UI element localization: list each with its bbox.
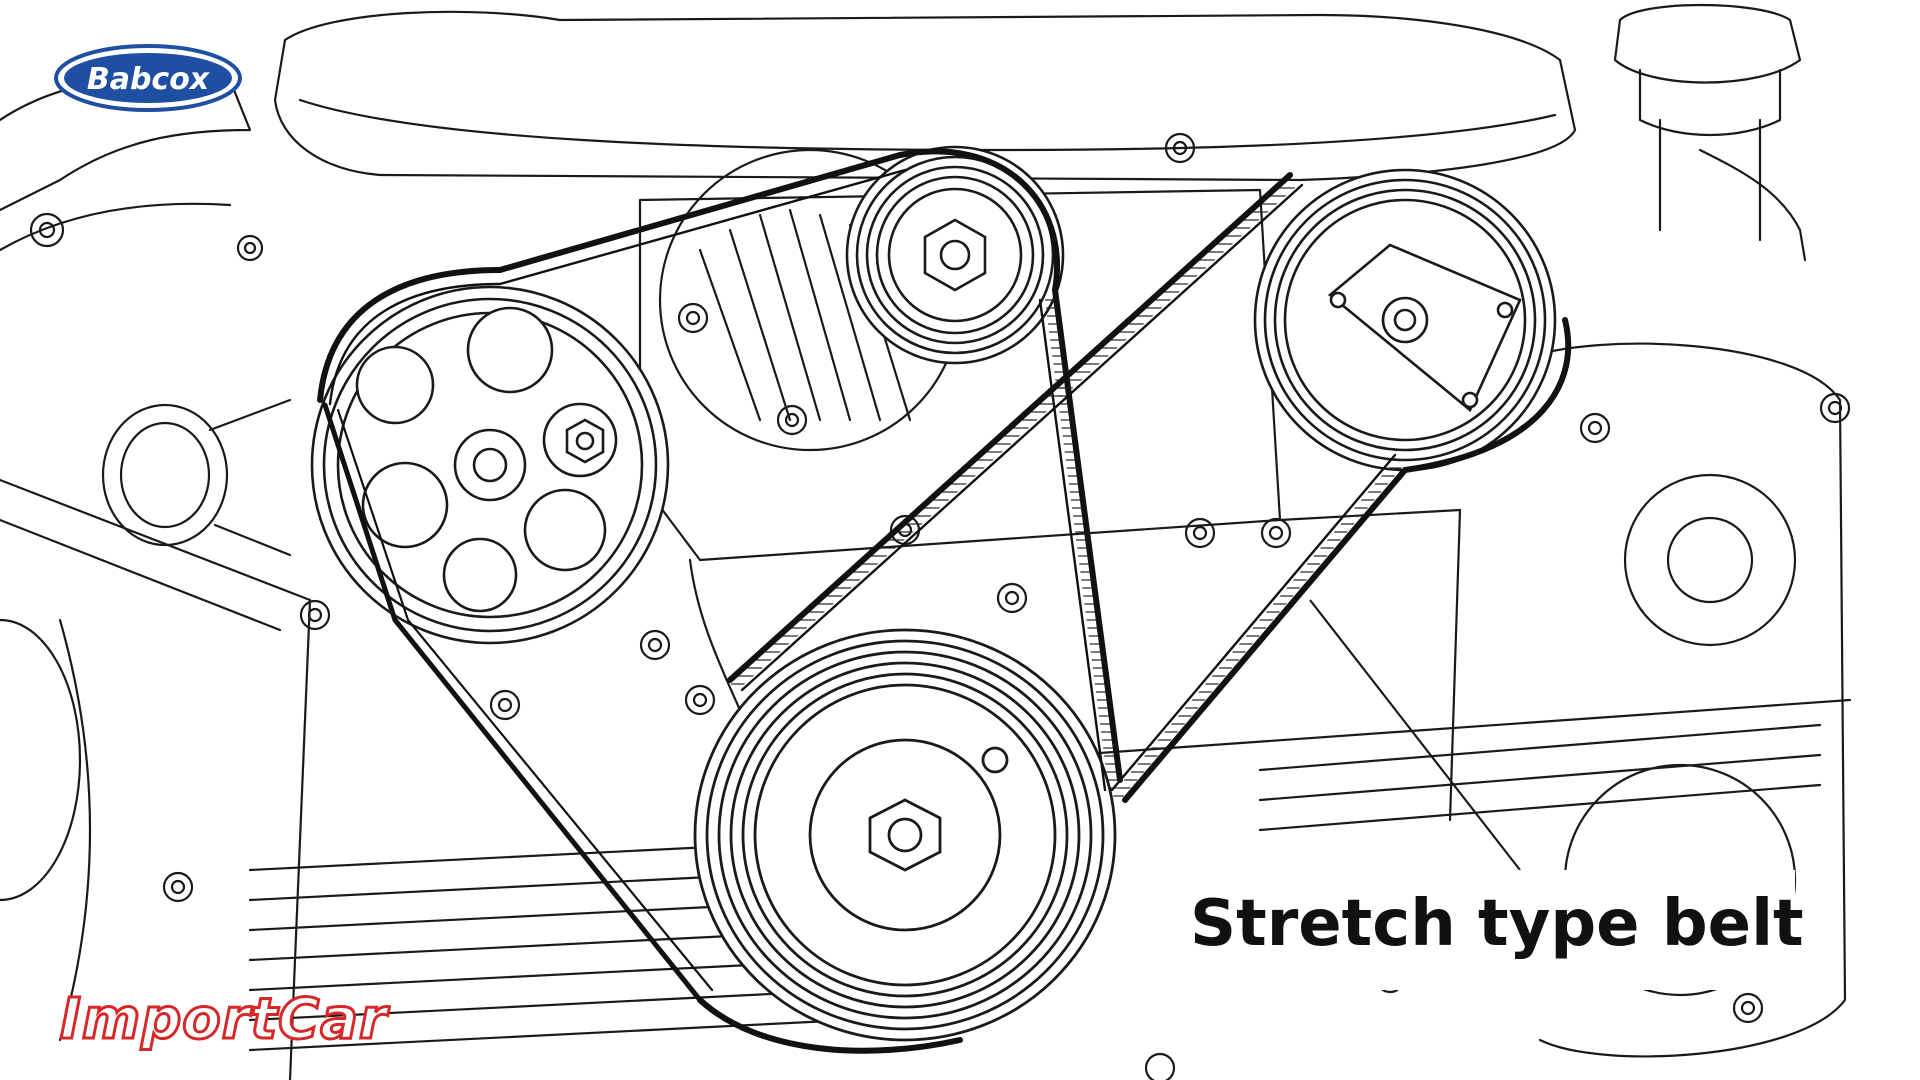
importcar-logo-text: ImportCar	[60, 987, 390, 1052]
crankshaft-pulley	[693, 628, 1117, 1042]
belt-callout: Stretch type belt	[1175, 599, 1804, 990]
water-pump-pulley	[310, 285, 670, 645]
callout-label: Stretch type belt	[1190, 887, 1804, 961]
babcox-logo-text: Babcox	[87, 62, 211, 97]
stretch-belt	[317, 148, 1572, 1054]
importcar-logo: ImportCar	[59, 986, 391, 1054]
callout-label-backdrop	[1175, 870, 1795, 990]
babcox-logo: Babcox	[54, 44, 242, 112]
ac-compressor-pulley	[1253, 168, 1557, 472]
callout-leader-line	[1309, 599, 1521, 871]
alternator-pulley	[845, 145, 1065, 365]
